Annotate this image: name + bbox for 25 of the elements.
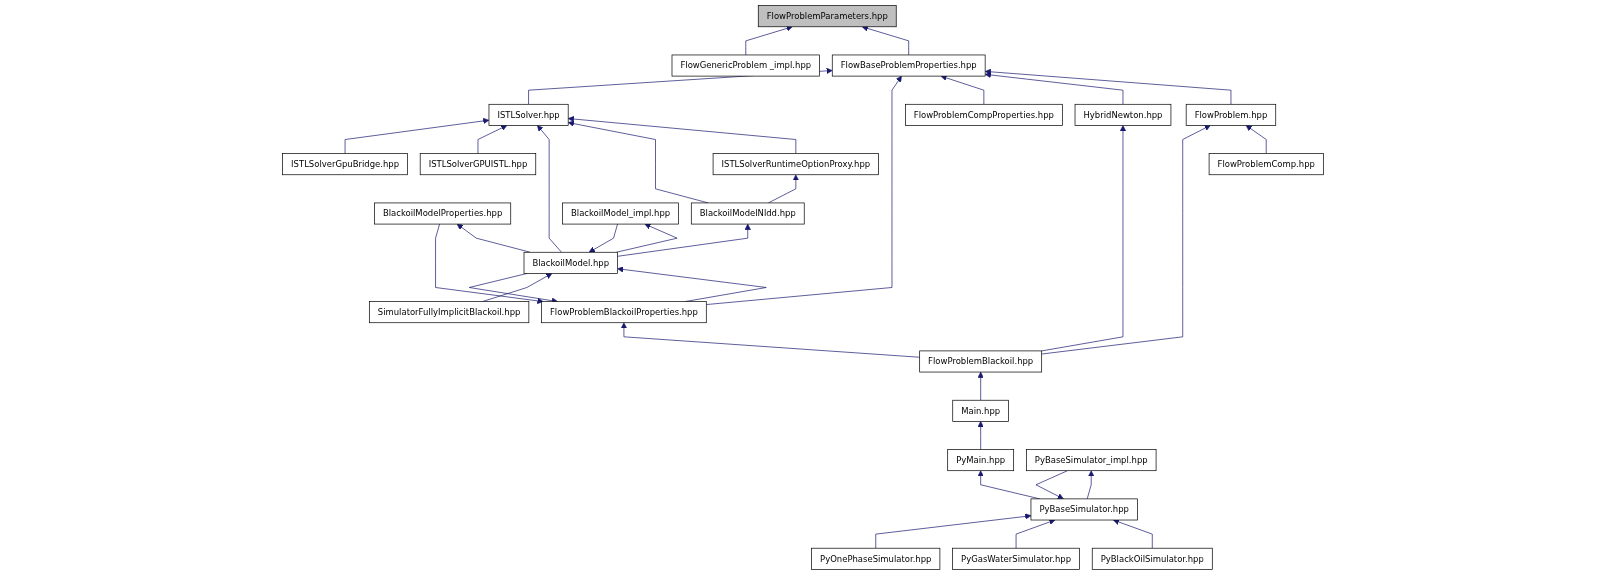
node-box: Main.hpp xyxy=(951,399,1009,422)
node-box: ISTLSolverGPUISTL.hpp xyxy=(419,153,536,176)
node-box: ISTLSolverRuntimeOptionProxy.hpp xyxy=(712,153,879,176)
node-box: BlackoilModelNldd.hpp xyxy=(690,202,805,225)
node-box: PyBlackOilSimulator.hpp xyxy=(1091,547,1213,570)
node-box: FlowBaseProblemProperties.hpp xyxy=(831,54,985,77)
node-box: BlackoilModelProperties.hpp xyxy=(373,202,511,225)
node-box: FlowProblemParameters.hpp xyxy=(757,5,897,28)
node-box: ISTLSolver.hpp xyxy=(488,103,569,126)
node-box: FlowProblemComp.hpp xyxy=(1208,153,1324,176)
node-box: PyBaseSimulator.hpp xyxy=(1030,498,1138,521)
node-box: FlowProblem.hpp xyxy=(1185,103,1276,126)
node-box: BlackoilModel_impl.hpp xyxy=(561,202,679,225)
node-box: ISTLSolverGpuBridge.hpp xyxy=(281,153,408,176)
node-box: FlowProblemBlackoilProperties.hpp xyxy=(540,301,707,324)
node-box: FlowProblemBlackoil.hpp xyxy=(918,350,1042,373)
node-box: BlackoilModel.hpp xyxy=(523,251,618,274)
node-box: PyBaseSimulator_impl.hpp xyxy=(1025,449,1156,472)
node-box: PyOnePhaseSimulator.hpp xyxy=(810,547,940,570)
node-box: FlowGenericProblem _impl.hpp xyxy=(671,54,820,77)
node-box: HybridNewton.hpp xyxy=(1074,103,1171,126)
node-box: FlowProblemCompProperties.hpp xyxy=(904,103,1063,126)
node-box: PyMain.hpp xyxy=(946,449,1014,472)
node-box: PyGasWaterSimulator.hpp xyxy=(951,547,1080,570)
node-box: SimulatorFullyImplicitBlackoil.hpp xyxy=(368,301,529,324)
